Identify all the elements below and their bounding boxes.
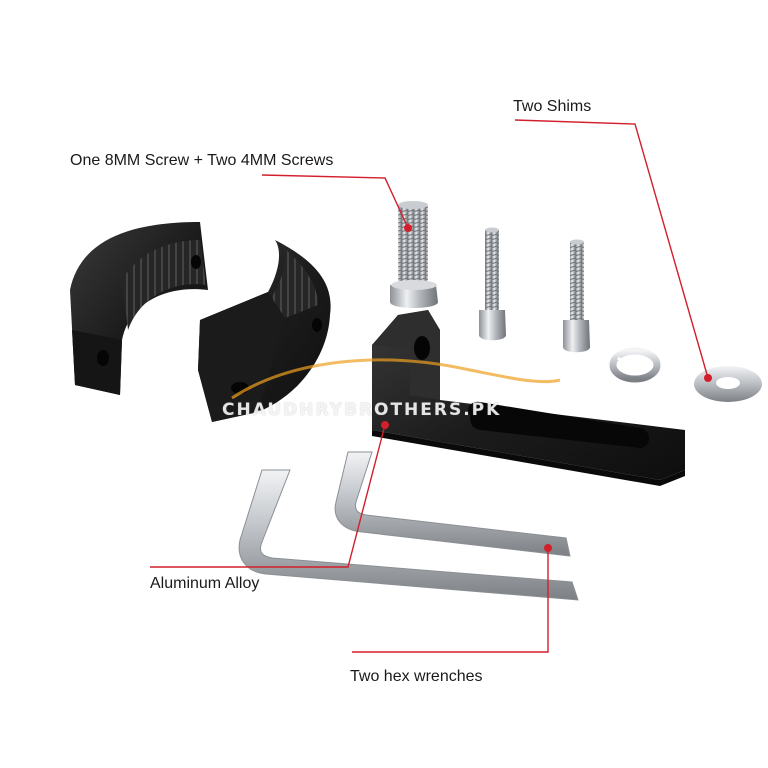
callout-alloy [150, 421, 389, 568]
label-shims: Two Shims [513, 98, 592, 115]
screw-8mm [390, 201, 438, 308]
label-hex-wrenches: Two hex wrenches [350, 668, 483, 685]
hex-wrench-small [334, 451, 571, 557]
watermark-text: CHAUDHRYBROTHERS.PK [222, 400, 502, 420]
callout-hex [352, 544, 552, 653]
callout-screws [261, 174, 412, 232]
spring-washer [609, 347, 661, 383]
label-aluminum-alloy: Aluminum Alloy [150, 575, 260, 592]
callout-shims [514, 119, 712, 382]
screw-4mm-b [563, 239, 590, 353]
label-screws: One 8MM Screw + Two 4MM Screws [70, 152, 334, 169]
screw-4mm-a [479, 227, 506, 341]
watermark-swoosh [231, 358, 561, 400]
clamp-half-right [198, 240, 331, 422]
l-bracket [372, 310, 685, 486]
clamp-half-left [70, 222, 208, 395]
flat-shim [694, 366, 762, 402]
